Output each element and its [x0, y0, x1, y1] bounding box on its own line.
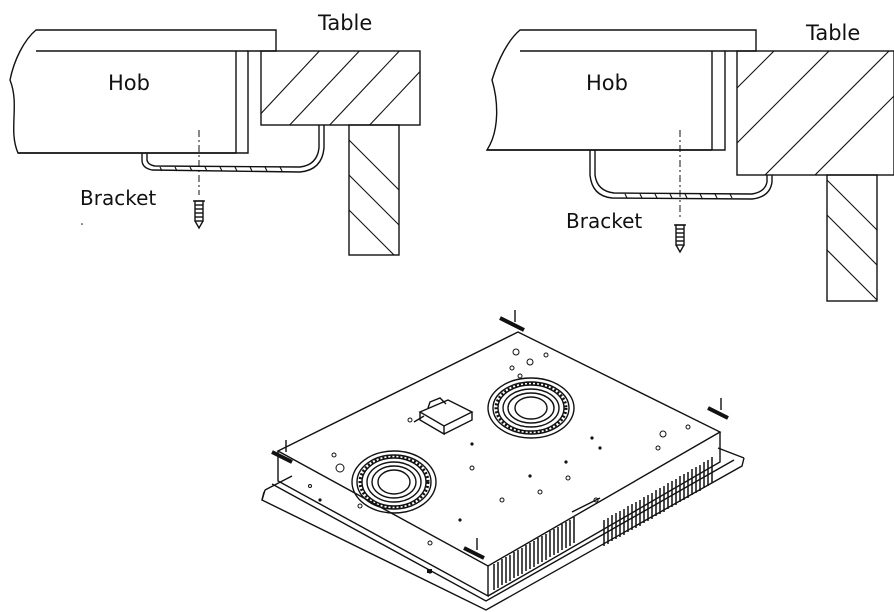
- hob-front-right-side: [487, 432, 721, 597]
- right-table-label: Table: [805, 21, 860, 45]
- left-screw-icon: [193, 200, 205, 230]
- mount-bracket-top-icon: [499, 310, 525, 332]
- left-table-label: Table: [317, 11, 372, 35]
- left-hob-label: Hob: [108, 71, 150, 95]
- hob-rib: [571, 497, 601, 513]
- terminal-block-icon: [413, 397, 474, 436]
- right-hob-body: [485, 29, 757, 151]
- isometric-hob-underside: [261, 310, 745, 611]
- left-speck: [81, 223, 83, 225]
- vent-slots-left: [493, 517, 575, 590]
- right-hob-label: Hob: [586, 71, 628, 95]
- hob-front-left-side: [277, 451, 489, 598]
- right-detail: Hob Table Bracket: [485, 21, 894, 302]
- mount-bracket-right-icon: [707, 398, 729, 420]
- right-panel-hatch: [827, 179, 877, 301]
- mount-bracket-left-icon: [271, 440, 293, 464]
- vent-slots-right: [603, 457, 713, 546]
- left-panel-hatch: [349, 139, 399, 255]
- right-bracket-label: Bracket: [566, 209, 642, 233]
- right-screw-icon: [674, 224, 686, 254]
- hob-mounting-holes: [308, 348, 691, 546]
- mount-bracket-front-icon: [463, 538, 485, 560]
- hob-top-face: [276, 331, 722, 567]
- hob-dots: [318, 436, 602, 574]
- left-detail: Hob Table Bracket: [9, 11, 421, 256]
- housing-lower-rim: [271, 459, 735, 602]
- right-worktop-hatch: [737, 51, 894, 175]
- left-bracket-inner: [146, 125, 320, 168]
- right-bracket: [589, 150, 773, 200]
- induction-coil-right-icon: [487, 377, 575, 439]
- right-bracket-fill: [624, 193, 733, 199]
- left-worktop-hatch: [261, 51, 420, 125]
- left-bracket-label: Bracket: [80, 186, 156, 210]
- left-hob-body: [9, 29, 277, 154]
- left-bracket: [141, 125, 325, 173]
- right-bracket-inner: [594, 150, 768, 195]
- left-worktop: [260, 50, 421, 126]
- hob-badge: [427, 569, 432, 573]
- left-bracket-fill: [159, 166, 283, 172]
- right-side-panel: [826, 174, 878, 302]
- induction-coil-left-icon: [351, 450, 437, 514]
